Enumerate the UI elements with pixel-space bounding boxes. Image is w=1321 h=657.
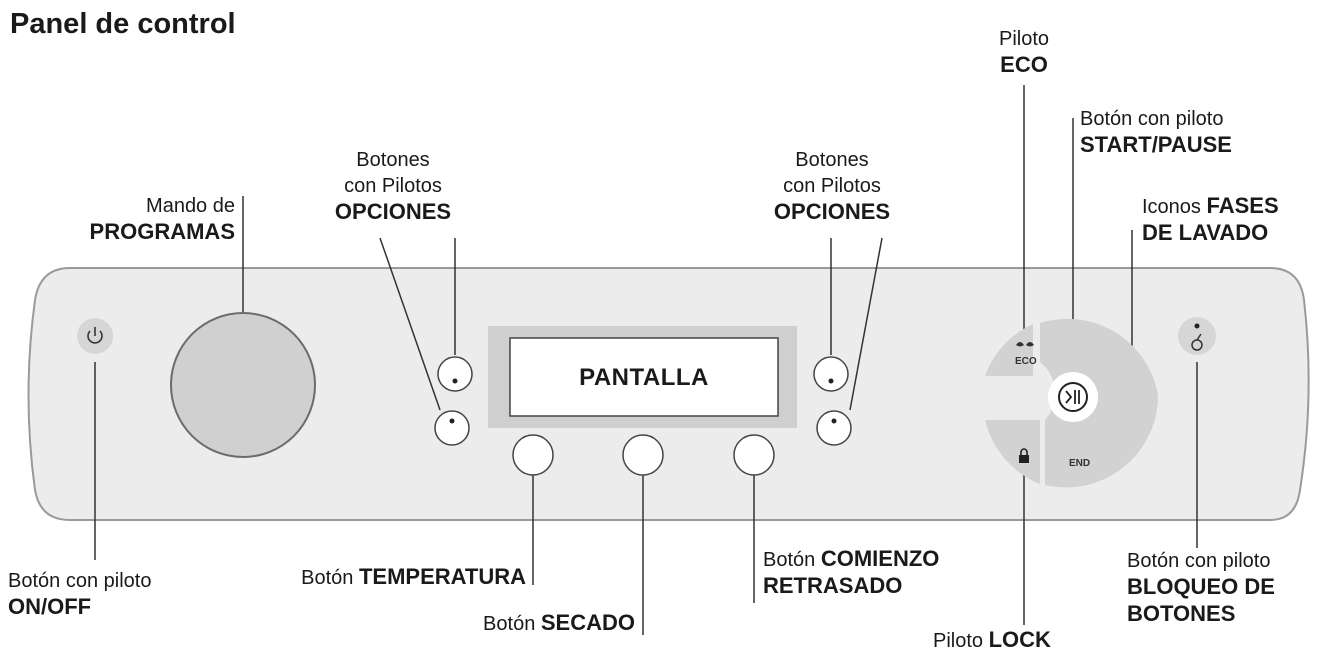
leader-opciones-right-b	[849, 237, 883, 411]
program-dial	[170, 312, 316, 458]
key-lock-button	[1178, 317, 1216, 355]
option-light-left-2	[449, 418, 455, 424]
end-icon-label: END	[1069, 458, 1091, 469]
option-light-right-2	[831, 418, 837, 424]
label-secado: Botón SECADO	[483, 610, 635, 635]
temperature-button	[512, 434, 554, 476]
delay-start-button	[733, 434, 775, 476]
drying-button	[622, 434, 664, 476]
display-text: PANTALLA	[579, 364, 709, 391]
start-pause-ring	[1058, 382, 1088, 412]
label-temperatura: Botón TEMPERATURA	[301, 564, 526, 589]
option-light-left-1	[452, 378, 458, 384]
leader-opciones-left-b	[379, 237, 441, 411]
option-button-right-1	[813, 356, 849, 392]
key-lock-light	[1194, 323, 1200, 329]
display-screen	[509, 337, 779, 417]
eco-icon-label: ECO	[1015, 356, 1037, 367]
wash-phases-ring	[1040, 318, 1159, 488]
play-pause-icon	[1065, 390, 1080, 404]
panel-title: Panel de control	[10, 8, 236, 40]
label-lock: Piloto LOCK	[933, 627, 1051, 652]
option-button-left-2	[434, 410, 470, 446]
option-button-right-2	[816, 410, 852, 446]
lock-segment	[985, 420, 1040, 484]
power-icon	[87, 327, 103, 344]
lock-icon	[1019, 448, 1029, 463]
eco-segment	[985, 324, 1033, 376]
key-lock-icon	[1191, 333, 1203, 351]
option-light-right-1	[828, 378, 834, 384]
start-pause-button	[1048, 372, 1098, 422]
option-button-left-1	[437, 356, 473, 392]
eco-leaf-icon	[1016, 342, 1034, 347]
